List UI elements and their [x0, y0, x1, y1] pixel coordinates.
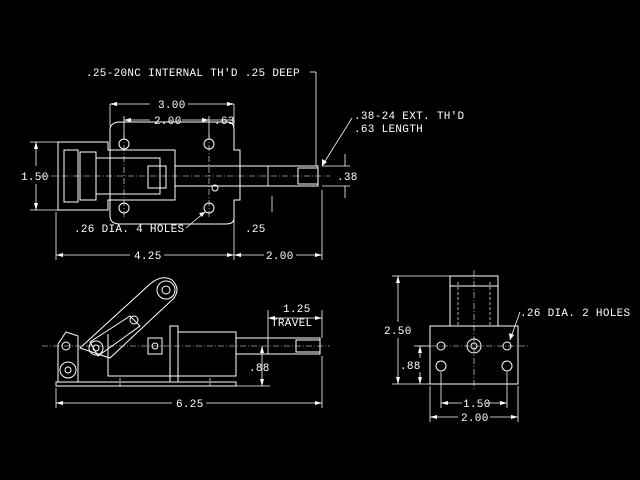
top-internal-thread-note: .25-20NC INTERNAL TH'D .25 DEEP	[86, 68, 300, 80]
top-threaded-hole	[211, 184, 219, 192]
top-slide-end	[147, 165, 167, 189]
end-dim-0-88: .88	[400, 361, 421, 373]
end-dim-2-00: 2.00	[461, 413, 489, 425]
end-hole-right	[501, 360, 513, 372]
top-external-thread-note: .38-24 EXT. TH'D	[354, 111, 465, 123]
side-dim-1-25: 1.25	[283, 304, 311, 316]
side-base	[55, 381, 237, 387]
side-dim-6-25: 6.25	[176, 399, 204, 411]
end-dim-1-50: 1.50	[463, 399, 491, 411]
top-dim-0-25: .25	[245, 224, 266, 236]
side-dim-0-88: .88	[249, 363, 270, 375]
top-dim-2-00: 2.00	[154, 116, 182, 128]
top-view: .25-20NC INTERNAL TH'D .25 DEEP .38-24 E…	[21, 68, 465, 263]
side-body	[107, 331, 237, 377]
top-dim-4-25: 4.25	[134, 251, 162, 263]
top-dim-2-00-plunger: 2.00	[266, 251, 294, 263]
side-travel-label: TRAVEL	[271, 318, 312, 330]
side-pivot-bracket	[57, 331, 79, 383]
top-dim-0-63: .63	[214, 116, 235, 128]
top-mount-holes-note: .26 DIA. 4 HOLES	[74, 224, 185, 236]
top-housing	[57, 141, 176, 211]
top-base-plate	[109, 121, 241, 225]
end-mount-holes-note: .26 DIA. 2 HOLES	[520, 308, 631, 320]
top-slide-body	[96, 157, 161, 195]
top-external-length-note: .63 LENGTH	[354, 124, 423, 136]
end-view: 2.50 .88 .26 DIA. 2 HOLES 1.50 2.00	[384, 270, 631, 425]
end-dim-2-50: 2.50	[384, 326, 412, 338]
end-hole-left	[435, 360, 447, 372]
top-dim-1-50: 1.50	[21, 172, 49, 184]
top-dim-0-38: .38	[337, 172, 358, 184]
side-view: 1.25 TRAVEL .88 6.25	[42, 277, 330, 411]
top-dim-3-00: 3.00	[158, 100, 186, 112]
side-handle-arm	[79, 277, 178, 359]
